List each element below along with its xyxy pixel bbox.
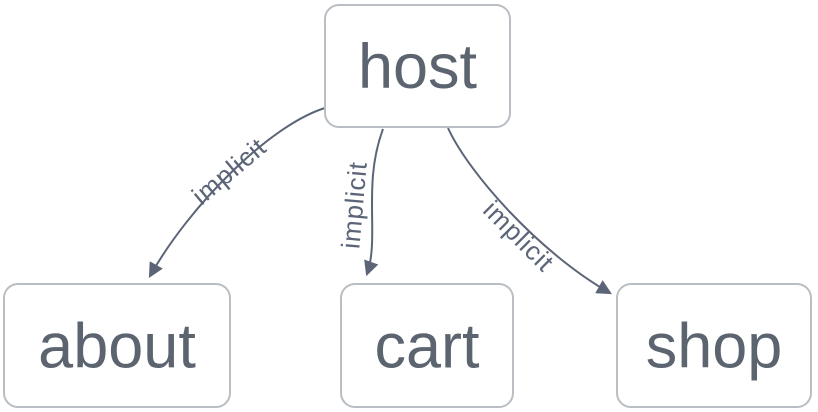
node-cart-label: cart xyxy=(374,312,480,382)
node-about-label: about xyxy=(38,312,196,382)
edge-label-host-about: implicit xyxy=(186,131,272,210)
node-shop[interactable]: shop xyxy=(616,283,812,408)
edge-host-cart xyxy=(364,128,384,277)
edges-layer xyxy=(148,107,612,295)
node-host-box[interactable] xyxy=(324,4,511,128)
node-host-label: host xyxy=(358,32,478,102)
edge-label-host-cart: implicit xyxy=(335,160,373,250)
node-cart[interactable]: cart xyxy=(340,283,514,408)
edge-host-about xyxy=(148,107,326,278)
edge-labels-layer: implicit implicit implicit xyxy=(186,131,561,277)
edge-label-host-shop: implicit xyxy=(477,195,560,278)
node-shop-box[interactable] xyxy=(616,283,812,408)
edge-host-shop xyxy=(447,127,612,295)
node-host[interactable]: host xyxy=(324,4,511,128)
node-shop-label: shop xyxy=(646,312,783,382)
nodes-layer: host about cart shop xyxy=(3,4,812,408)
node-about[interactable]: about xyxy=(3,283,231,408)
node-cart-box[interactable] xyxy=(340,283,514,408)
node-about-box[interactable] xyxy=(3,283,231,408)
